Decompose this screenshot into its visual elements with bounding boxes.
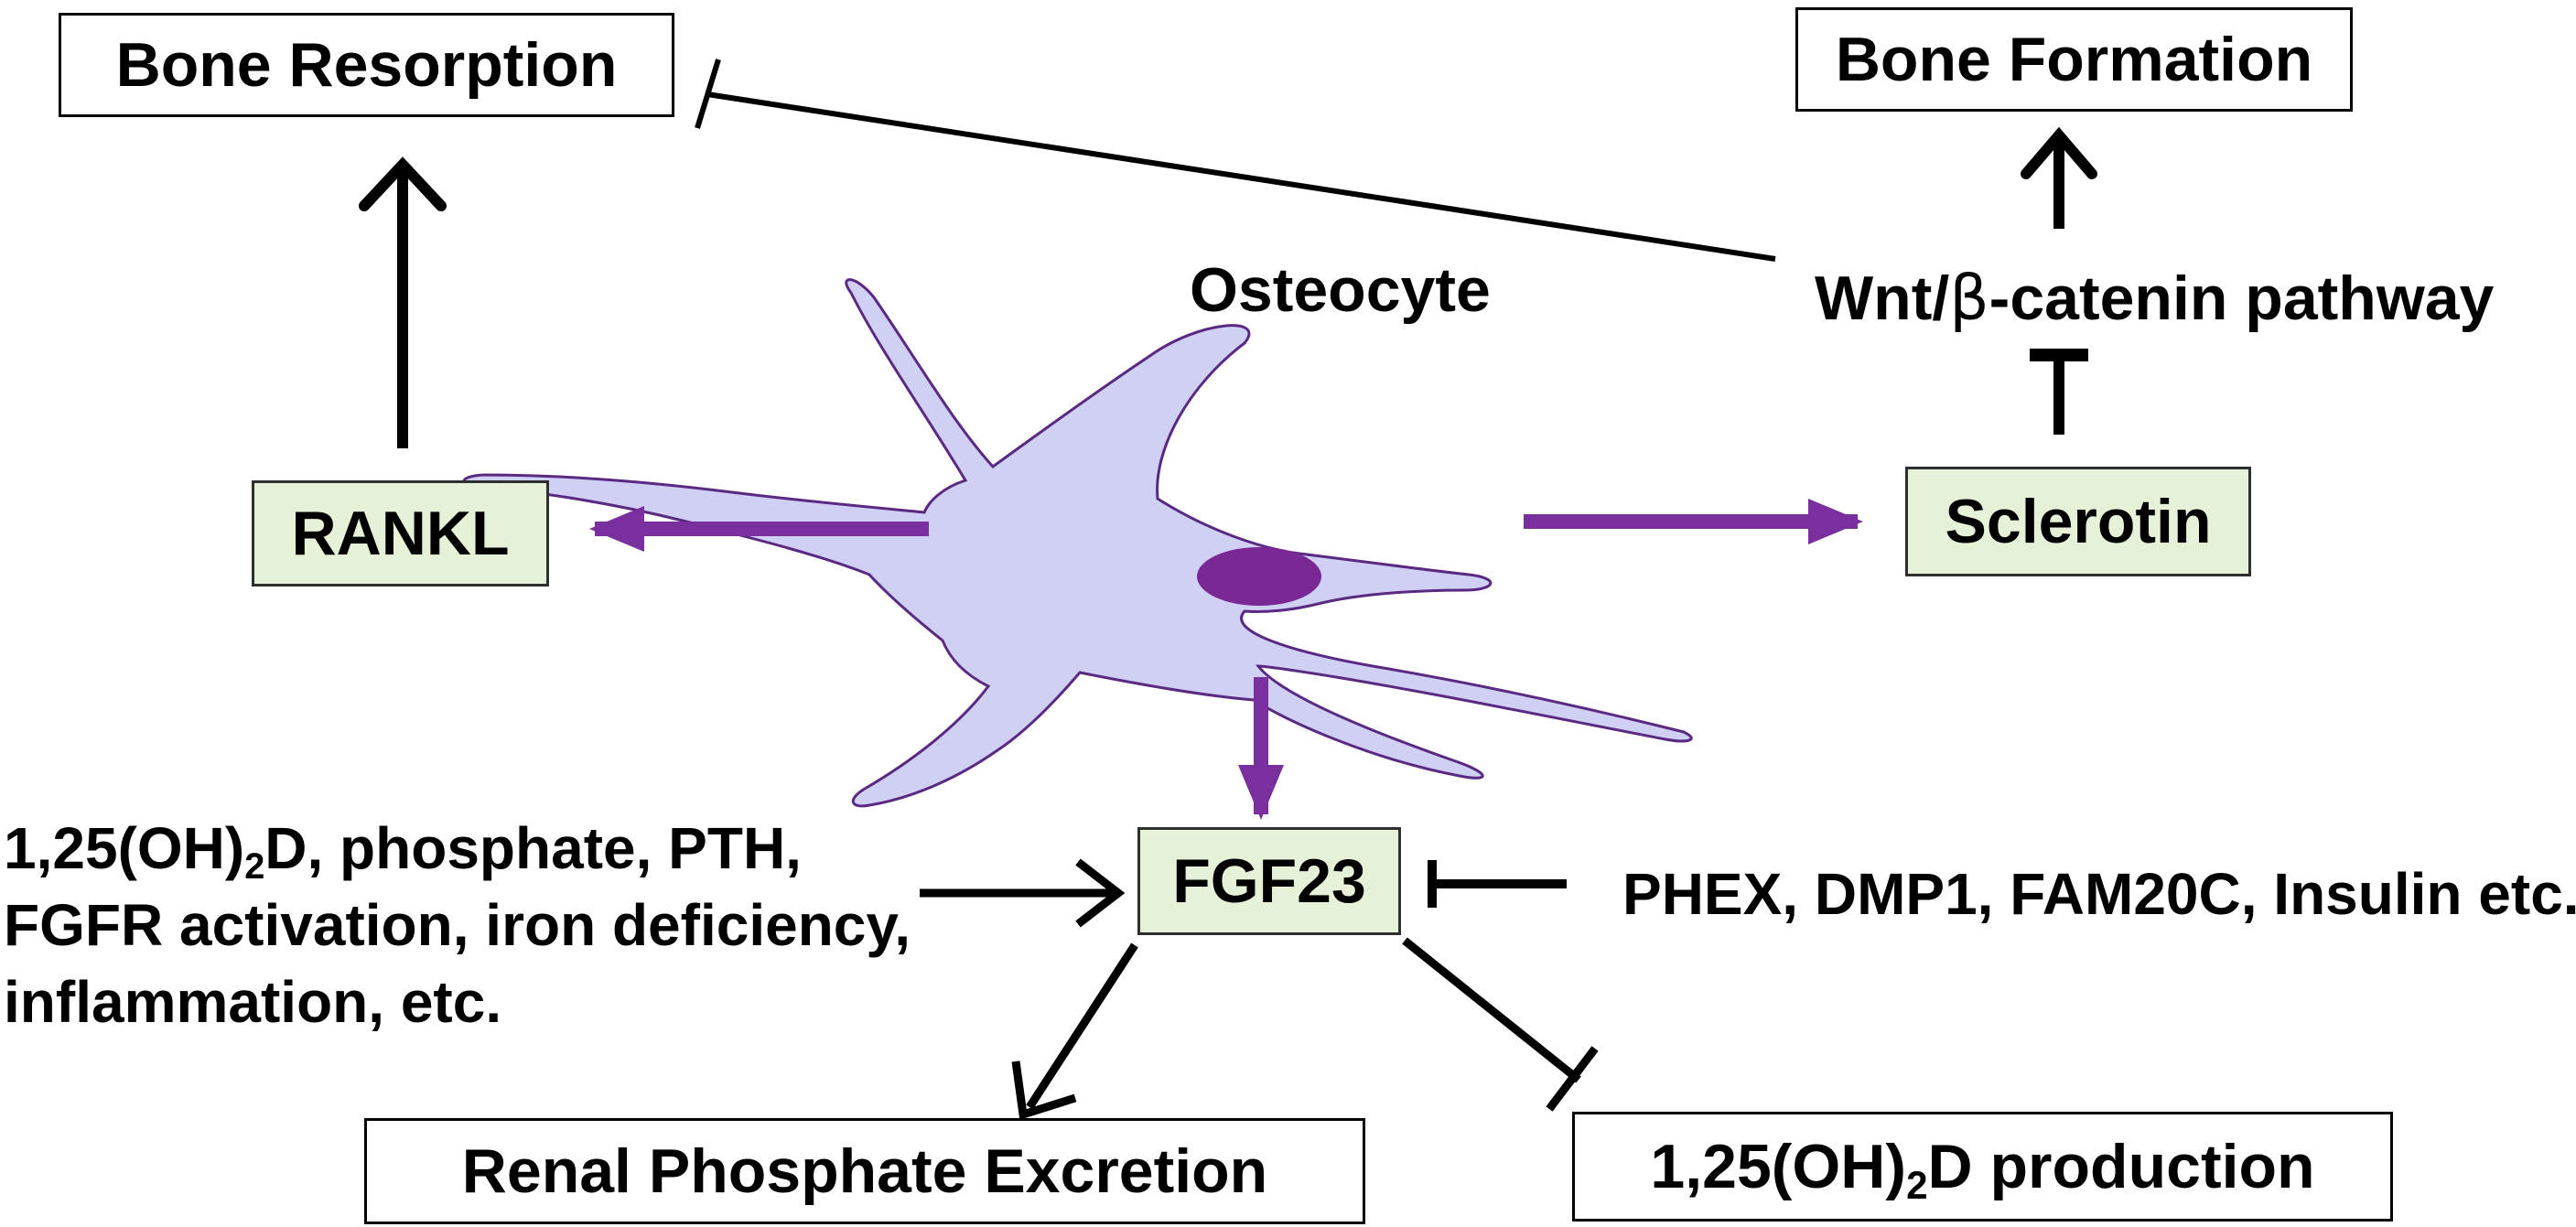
arrowhead-fgf23-left [1075, 858, 1126, 928]
inhibit-wnt-to-bone-resorption [706, 91, 1776, 262]
stimulators-text: 1,25(OH)2D, phosphate, PTH, FGFR activat… [4, 810, 911, 1040]
stimulators-line-2: FGFR activation, iron deficiency, [4, 892, 911, 958]
node-vitd-production: 1,25(OH)2D production [1572, 1112, 2393, 1222]
arrowhead-bone-resorption [359, 156, 447, 211]
osteocyte-cell [462, 278, 1693, 808]
osteocyte-nucleus [1197, 547, 1321, 606]
stimulators-line-3: inflammation, etc. [4, 969, 502, 1035]
node-bone-formation-label: Bone Formation [1835, 25, 2313, 94]
inhibit-bar-vitd [1546, 1046, 1599, 1112]
node-sclerotin-label: Sclerotin [1945, 487, 2212, 556]
inhibit-fgf23-to-vitd [1402, 937, 1581, 1083]
node-vitd-production-label: 1,25(OH)2D production [1650, 1132, 2315, 1207]
node-bone-resorption: Bone Resorption [59, 13, 674, 117]
node-bone-formation: Bone Formation [1795, 7, 2353, 112]
arrow-fgf23-to-renal [1026, 942, 1138, 1110]
inhibit-bar-bone-resorption [695, 59, 721, 129]
node-fgf23: FGF23 [1137, 827, 1401, 935]
node-fgf23-label: FGF23 [1172, 846, 1366, 916]
node-renal-phosphate: Renal Phosphate Excretion [364, 1118, 1365, 1224]
osteocyte-label: Osteocyte [1190, 255, 1491, 325]
node-bone-resorption-label: Bone Resorption [115, 30, 618, 100]
arrowhead-bone-formation [2021, 126, 2097, 179]
stimulators-line-1: 1,25(OH)2D, phosphate, PTH, [4, 815, 802, 888]
inhibitors-text: PHEX, DMP1, FAM20C, Insulin etc. [1622, 861, 2576, 927]
node-renal-phosphate-label: Renal Phosphate Excretion [461, 1136, 1268, 1206]
arrowhead-renal [1011, 1060, 1077, 1120]
node-sclerotin: Sclerotin [1905, 467, 2251, 576]
node-rankl-label: RANKL [291, 499, 510, 568]
node-rankl: RANKL [252, 480, 549, 587]
wnt-pathway-label: Wnt/β-catenin pathway [1815, 263, 2495, 335]
